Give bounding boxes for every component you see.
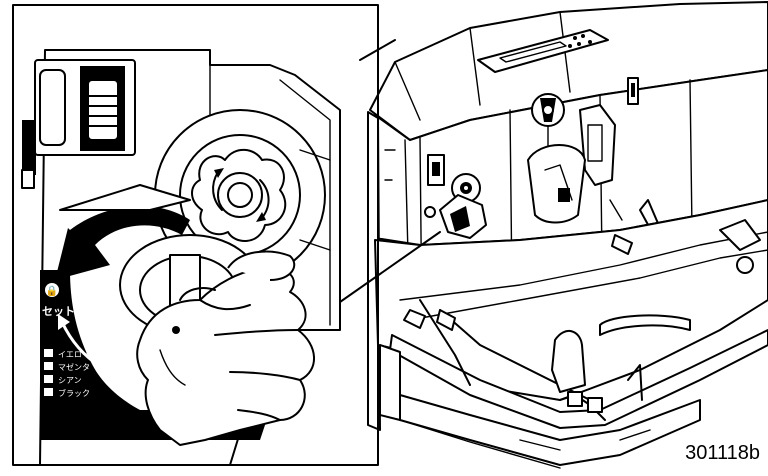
color-yellow: イエロー (58, 350, 90, 359)
figure-id-label: 301118b (685, 442, 760, 464)
rotation-arrow (55, 206, 190, 280)
hand (136, 250, 315, 446)
set-label: セット (42, 305, 75, 318)
color-list: イエロー マゼンタ シアン ブラック (44, 349, 90, 398)
printer-body (367, 1, 768, 469)
color-cyan: シアン (58, 376, 82, 385)
color-black: ブラック (58, 388, 90, 398)
svg-text:🔒: 🔒 (46, 285, 58, 297)
color-magenta: マゼンタ (58, 362, 90, 372)
grip-handle (34, 59, 136, 156)
inset-detail: 🔒 セット イエロー マゼンタ シアン ブラック 解除 (12, 4, 379, 466)
cartridge-in-printer (424, 173, 487, 239)
